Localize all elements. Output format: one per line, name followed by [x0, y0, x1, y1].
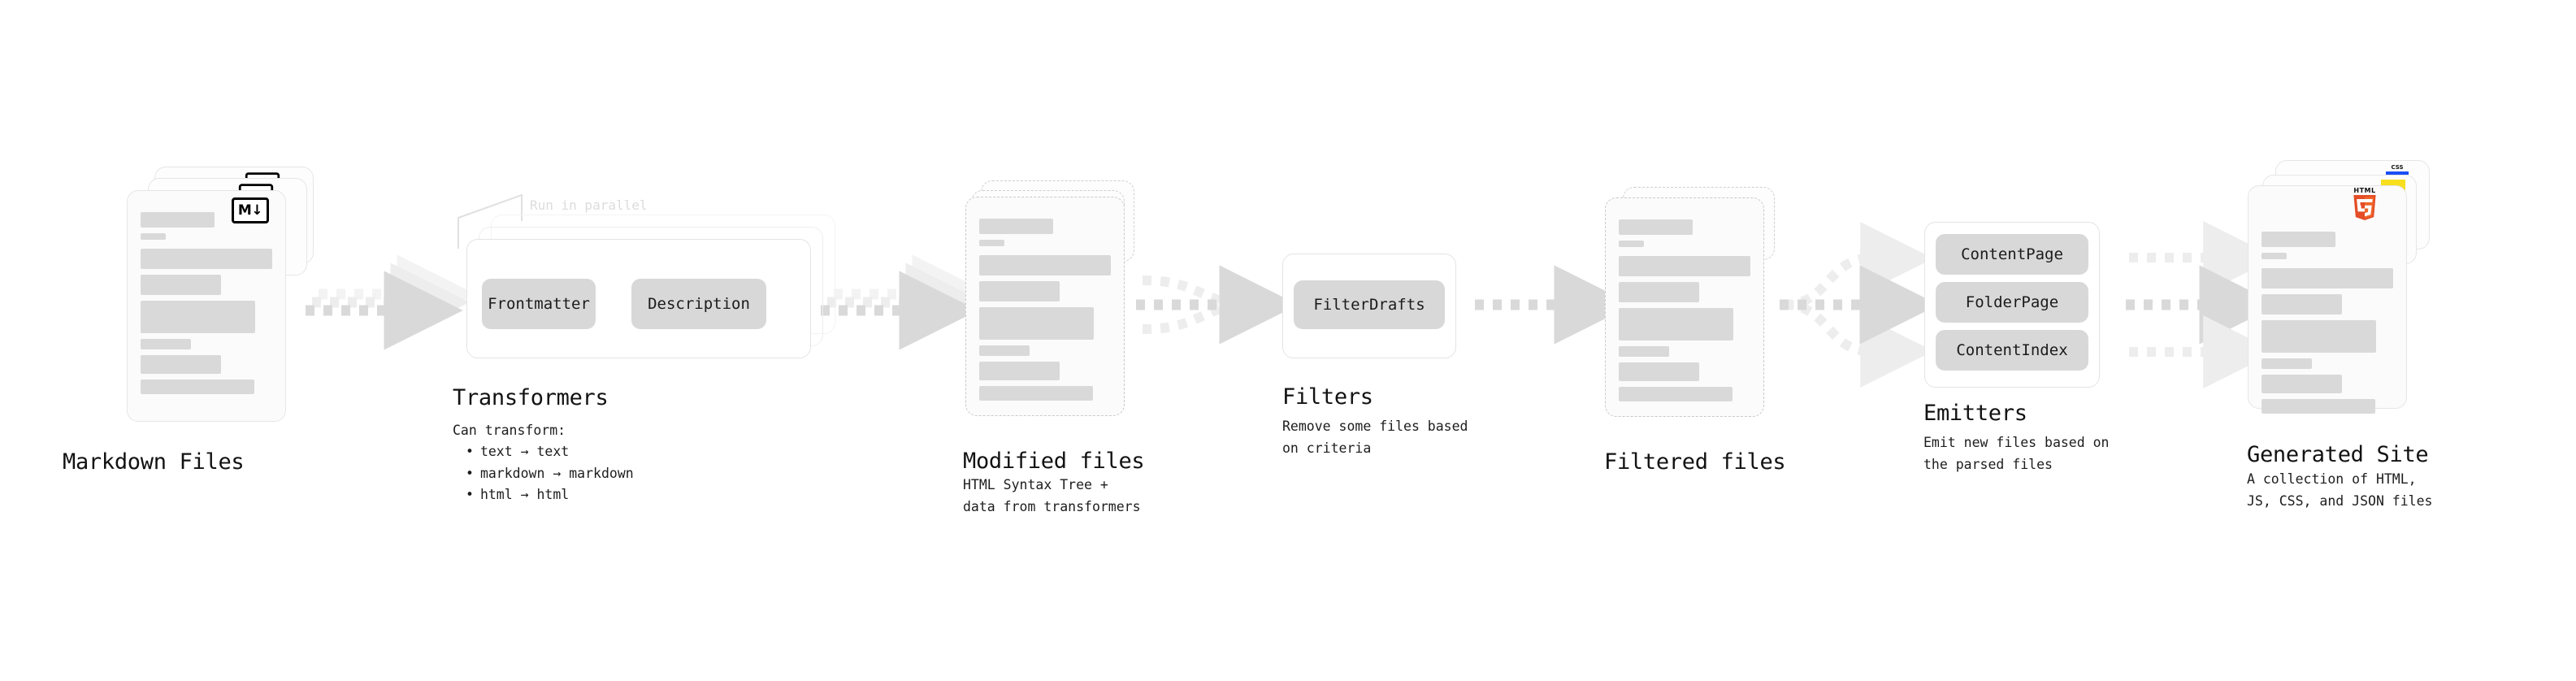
emitter-chip-folderpage[interactable]: FolderPage — [1936, 282, 2088, 323]
stage-subtitle-transformers: Can transform: — [453, 423, 566, 438]
content-line — [2262, 294, 2343, 314]
markdown-file-card — [127, 190, 286, 422]
content-line — [141, 380, 254, 394]
css-badge-label: CSS — [2391, 164, 2404, 171]
stage-title-generated-site: Generated Site — [2247, 442, 2429, 467]
content-line — [1619, 282, 1700, 302]
list-item: text → text — [466, 441, 634, 463]
run-in-parallel-annotation: Run in parallel — [530, 197, 648, 213]
stage-subtitle-modified-files: HTML Syntax Tree + data from transformer… — [963, 477, 1141, 514]
stage-subtitle-generated-site: A collection of HTML, JS, CSS, and JSON … — [2247, 471, 2433, 509]
content-line — [141, 275, 222, 295]
markdown-file-content — [141, 212, 273, 400]
css-badge-bar — [2386, 171, 2409, 175]
stage-subtitle-emitters: Emit new files based on the parsed files — [1923, 435, 2110, 472]
list-item: markdown → markdown — [466, 463, 634, 485]
stage-title-modified-files: Modified files — [963, 449, 1145, 474]
filter-chip-filterdrafts[interactable]: FilterDrafts — [1294, 280, 1445, 329]
html5-badge-label: HTML — [2353, 187, 2376, 194]
content-line — [2262, 232, 2336, 247]
content-line — [979, 219, 1054, 234]
content-line — [2262, 268, 2394, 288]
content-line — [1619, 387, 1733, 401]
content-line — [141, 212, 215, 228]
content-line — [979, 255, 1112, 275]
modified-file-content — [979, 219, 1112, 406]
generated-file-card — [2248, 185, 2407, 414]
connector-emitters-to-site — [2126, 221, 2279, 388]
stage-subtitle-filters: Remove some files based on criteria — [1282, 419, 1468, 456]
stage-title-markdown-files: Markdown Files — [63, 449, 245, 475]
content-line — [979, 386, 1093, 401]
generated-file-content — [2262, 232, 2394, 419]
content-line — [2262, 375, 2343, 393]
emitter-chip-contentpage[interactable]: ContentPage — [1936, 234, 2088, 275]
content-line — [1619, 308, 1734, 340]
content-line — [979, 307, 1095, 340]
content-line — [979, 281, 1060, 301]
content-line — [141, 233, 167, 240]
connector-md-to-transformers — [306, 254, 476, 350]
content-line — [141, 301, 256, 333]
markdown-badge-icon: M↓ — [232, 197, 269, 223]
content-line — [141, 355, 222, 374]
content-line — [2262, 358, 2313, 369]
stage-title-transformers: Transformers — [453, 385, 609, 410]
content-line — [2262, 320, 2377, 353]
transformers-bullet-list: text → text markdown → markdown html → h… — [453, 441, 634, 506]
content-line — [1619, 241, 1645, 247]
css-badge-icon: CSS — [2386, 165, 2409, 176]
connector-transformers-to-modified — [821, 254, 991, 350]
stage-title-filtered-files: Filtered files — [1604, 449, 1786, 475]
html5-shield-icon — [2353, 195, 2376, 221]
content-line — [141, 249, 273, 269]
content-line — [979, 345, 1030, 356]
connector-filtered-to-emitters — [1780, 222, 1939, 388]
content-line — [1619, 256, 1751, 276]
stage-title-emitters: Emitters — [1923, 401, 2027, 426]
content-line — [1619, 219, 1693, 235]
modified-file-card — [965, 197, 1125, 416]
list-item: html → html — [466, 484, 634, 506]
content-line — [2262, 399, 2375, 414]
connector-modified-to-filters — [1136, 265, 1299, 345]
transformer-chip-frontmatter[interactable]: Frontmatter — [482, 279, 596, 329]
filtered-file-content — [1619, 219, 1751, 407]
content-line — [1619, 362, 1700, 381]
content-line — [979, 362, 1060, 380]
stage-title-filters: Filters — [1282, 384, 1373, 410]
html5-badge-icon: HTML — [2351, 188, 2379, 222]
content-line — [2262, 253, 2288, 259]
filtered-file-card — [1605, 197, 1764, 417]
emitter-chip-contentindex[interactable]: ContentIndex — [1936, 330, 2088, 371]
content-line — [1619, 346, 1670, 357]
content-line — [141, 339, 192, 349]
content-line — [979, 240, 1005, 246]
transformer-chip-description[interactable]: Description — [631, 279, 766, 329]
